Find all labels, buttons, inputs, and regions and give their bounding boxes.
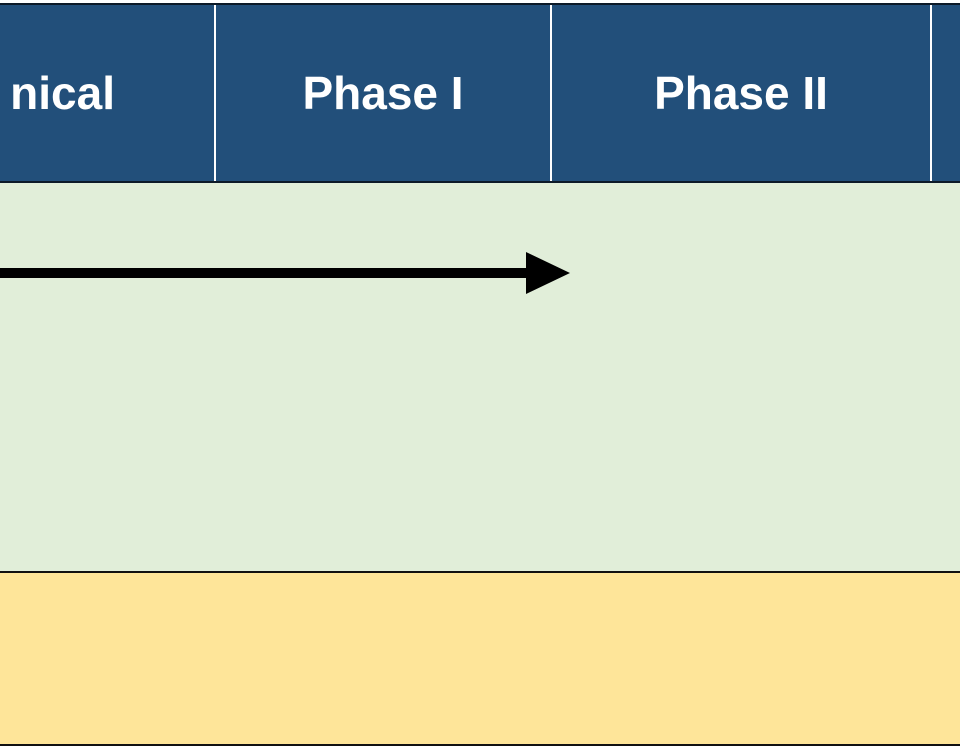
header-label-preclinical: nical [10,67,115,119]
header-divider [930,5,932,181]
yellow-band [0,573,960,746]
header-cell-preclinical: nical [0,5,115,181]
header-divider [550,5,552,181]
arrow-shaft [0,268,530,278]
progress-arrow [0,252,570,294]
header-cell-phase-1: Phase I [216,5,550,181]
header-divider [214,5,216,181]
phase-header-row: nical Phase I Phase II [0,3,960,183]
header-cell-phase-2: Phase II [552,5,930,181]
header-label-phase-2: Phase II [654,67,828,119]
green-band [0,183,960,573]
arrow-head [526,252,570,294]
header-label-phase-1: Phase I [302,67,464,119]
